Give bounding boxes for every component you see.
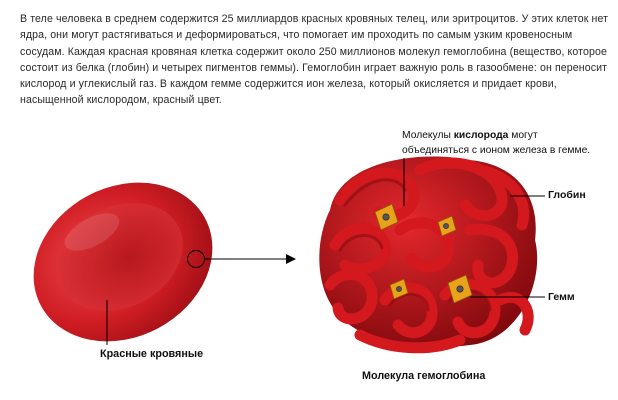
- oxygen-annotation-line2: объединяться с ионом железа в гемме.: [402, 145, 591, 156]
- globin-shadows: [338, 178, 492, 312]
- red-cell-caption: Красные кровяные: [100, 348, 204, 360]
- hemoglobin-caption: Молекула гемоглобина: [362, 370, 486, 382]
- iron-ion-icon: [456, 285, 464, 293]
- oxygen-annotation-suffix: могут: [508, 130, 538, 141]
- zoom-circle: [187, 250, 205, 268]
- oxygen-annotation-prefix: Молекулы: [402, 130, 454, 141]
- heme-label: Гемм: [548, 291, 575, 303]
- globin-label: Глобин: [548, 189, 586, 201]
- iron-ion-icon: [382, 213, 390, 221]
- oxygen-annotation-bold: кислорода: [453, 130, 509, 141]
- red-cell-dimple: [57, 203, 183, 311]
- iron-ion-icon: [396, 286, 402, 292]
- hemoglobin-molecule: [319, 156, 538, 354]
- iron-ion-icon: [443, 223, 449, 229]
- oxygen-annotation: Молекулы кислорода могут объединяться с …: [402, 128, 590, 158]
- red-blood-cell: [33, 182, 213, 342]
- zoom-arrow: [205, 254, 296, 264]
- intro-paragraph: В теле человека в среднем содержится 25 …: [20, 13, 609, 107]
- heme-groups: [374, 203, 473, 304]
- red-cell-highlight: [64, 213, 120, 251]
- globin-chains: [324, 157, 534, 354]
